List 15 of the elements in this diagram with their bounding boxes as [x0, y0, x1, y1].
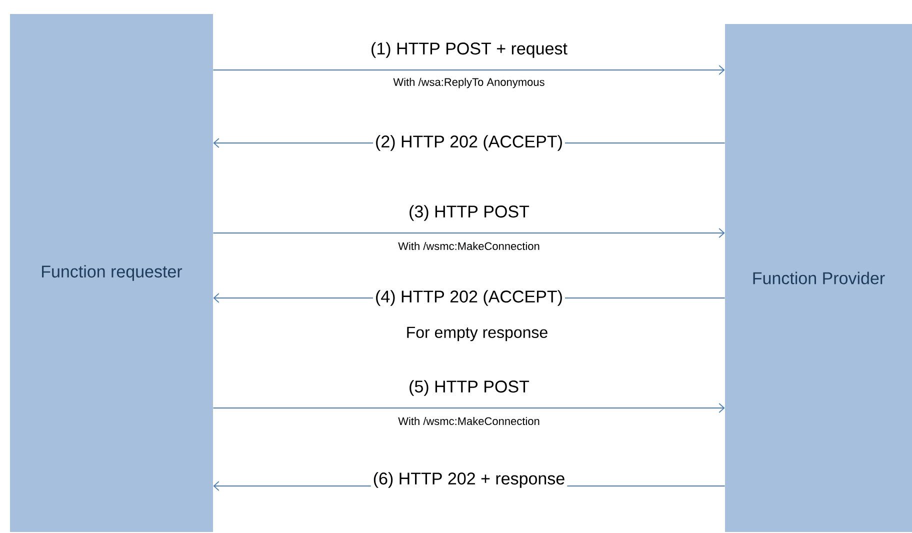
edge-note: With /wsmc:MakeConnection — [398, 242, 540, 250]
edge-note: With /wsmc:MakeConnection — [398, 416, 540, 426]
edge-label: (2) HTTP 202 (ACCEPT) — [373, 134, 565, 152]
participant-bar: Function Provider — [725, 24, 912, 532]
edge-note: With /wsa:ReplyTo Anonymous — [393, 78, 544, 88]
edge-note: For empty response — [407, 326, 548, 342]
edge-label: (1) HTTP POST + request — [368, 41, 570, 59]
arrow — [212, 403, 725, 413]
arrow — [212, 228, 725, 238]
arrow — [212, 65, 725, 75]
edge-label: (4) HTTP 202 (ACCEPT) — [373, 289, 565, 307]
edge-label: (5) HTTP POST — [406, 379, 532, 397]
participant-bar: Function requester — [10, 14, 213, 532]
edge-label: (6) HTTP 202 + response — [370, 471, 568, 489]
edge-label: (3) HTTP POST — [406, 204, 532, 222]
